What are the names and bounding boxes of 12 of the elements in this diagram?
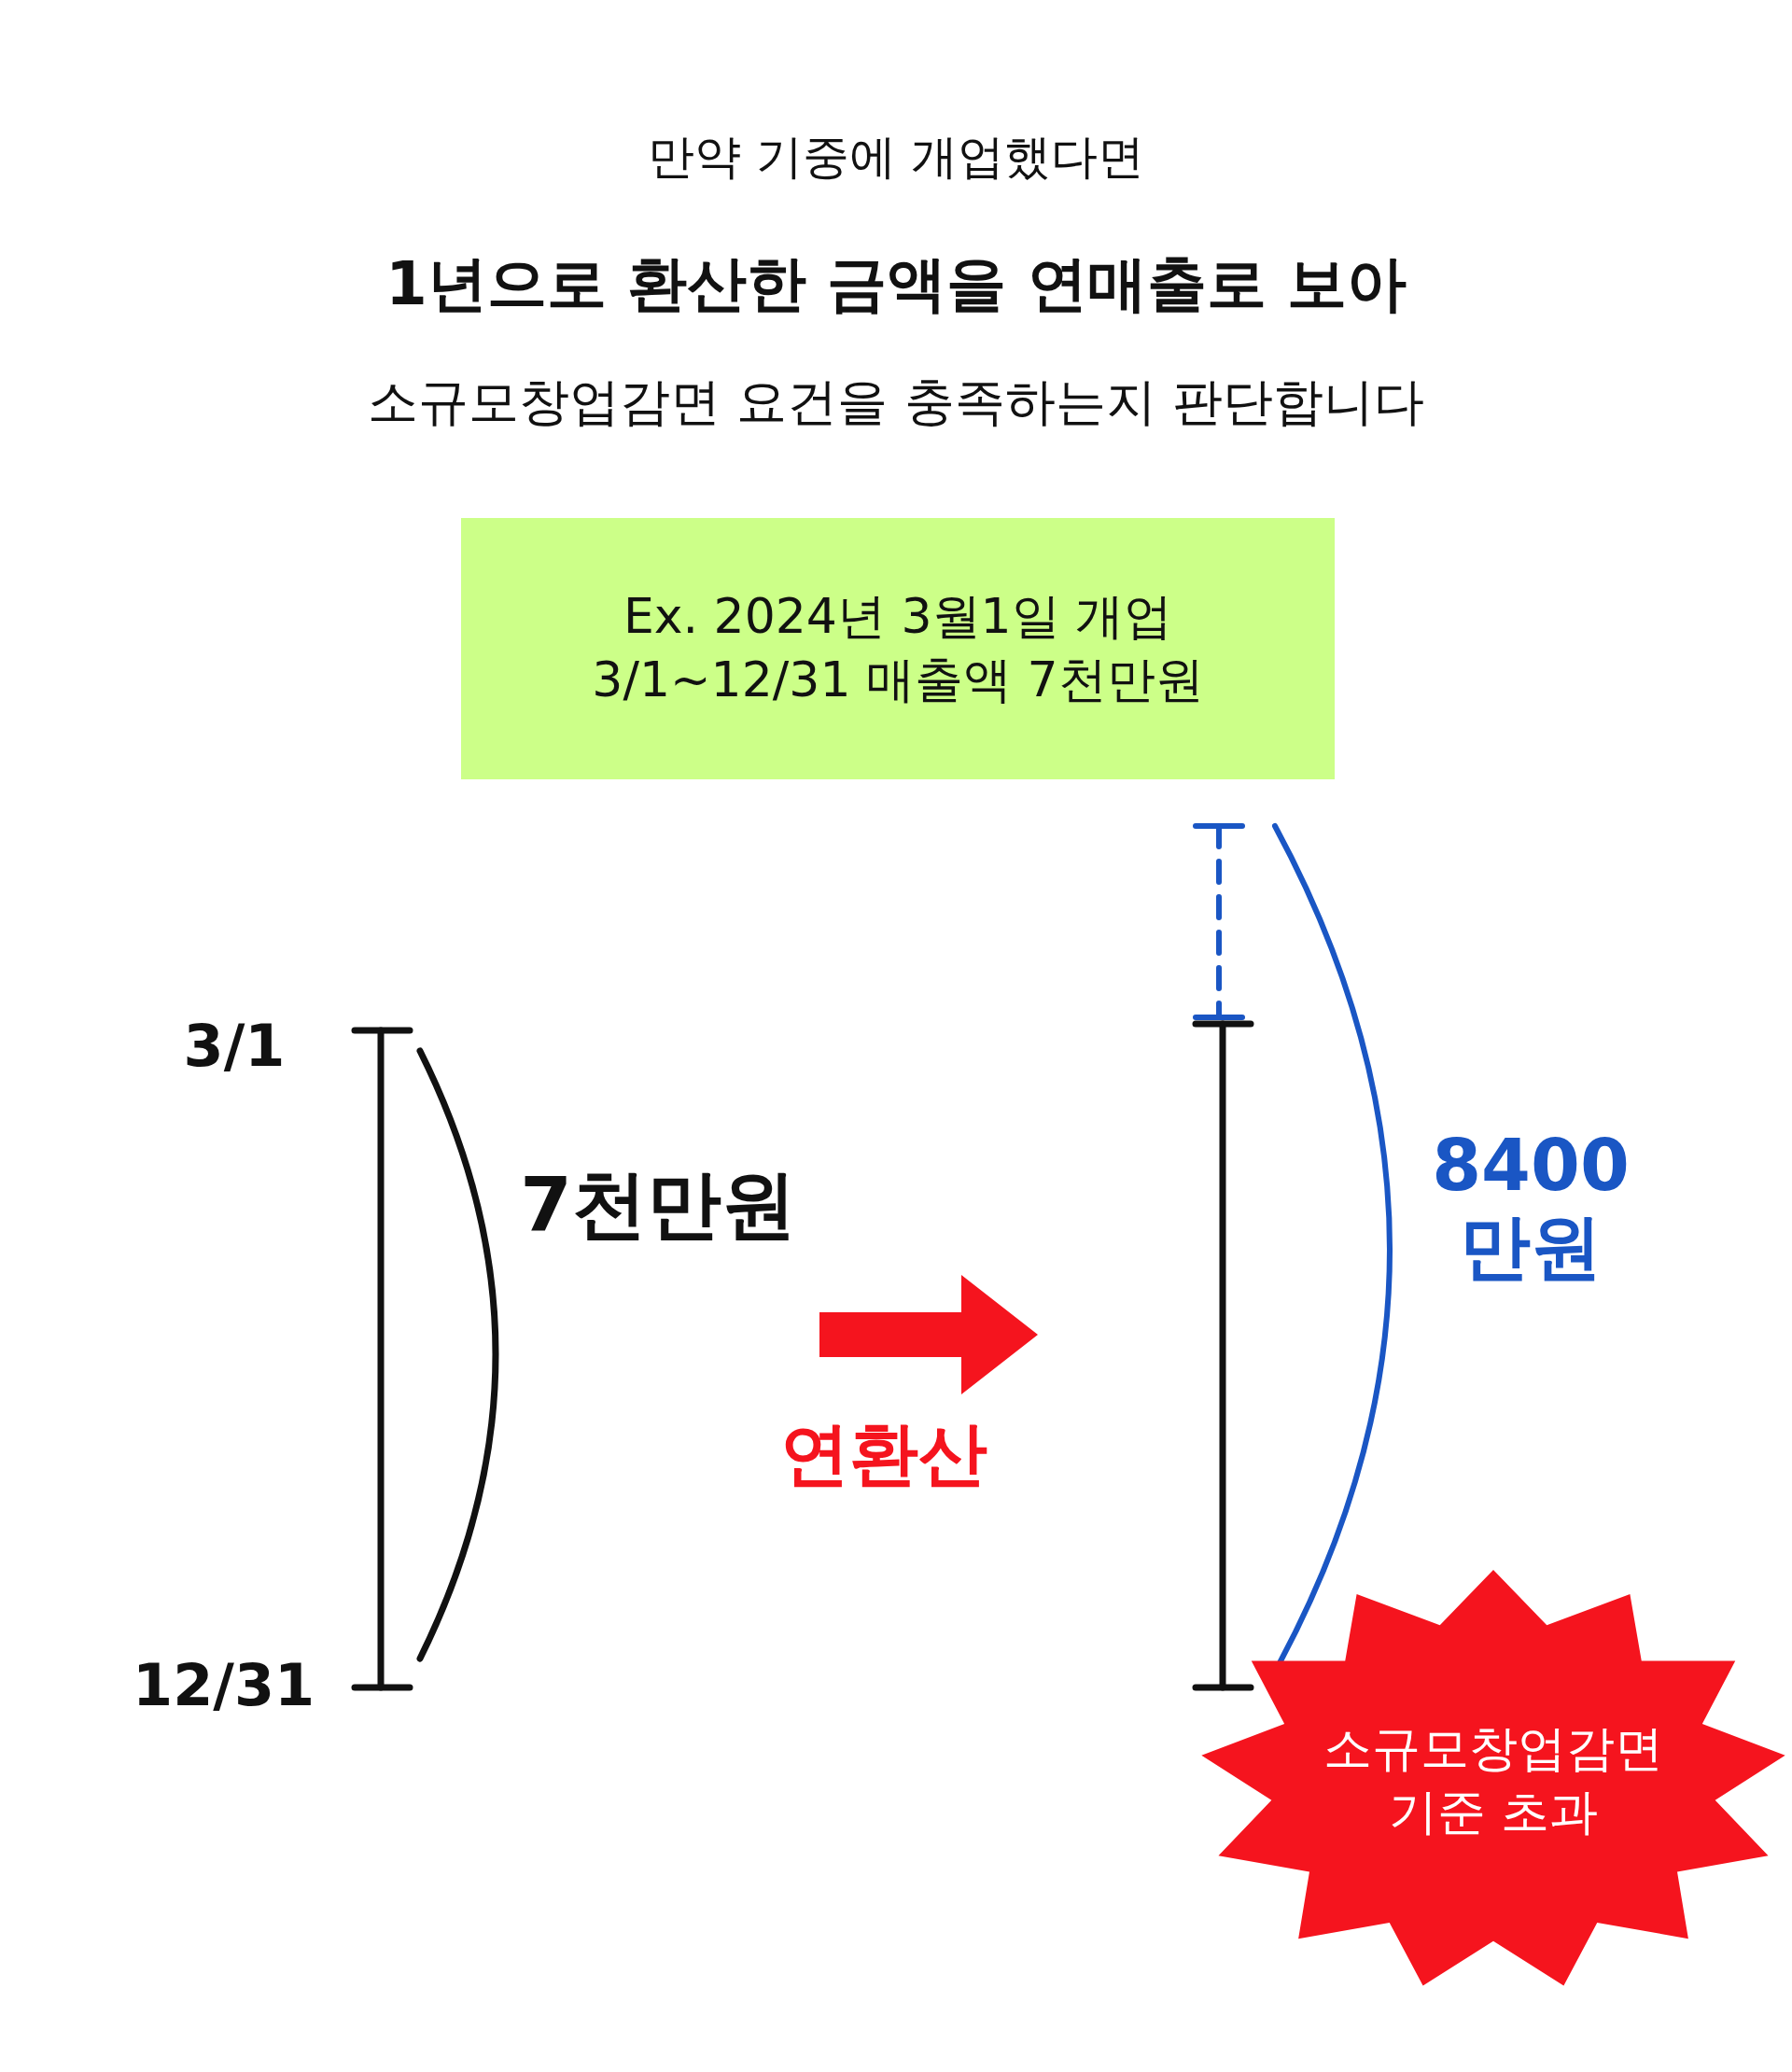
date-label: 12/31 bbox=[133, 1652, 310, 1719]
heading-text: 만약 기중에 개업했다면 bbox=[647, 131, 1145, 185]
example-text: 3/1~12/31 매출액 7천만원 bbox=[592, 651, 1204, 709]
date-label: 3/1 bbox=[182, 1013, 287, 1080]
amount-label: 8400 만원 bbox=[1431, 1125, 1631, 1288]
amount-label: 7천만원 bbox=[519, 1162, 797, 1248]
heading-text: 1년으로 환산한 금액을 연매출로 보아 bbox=[385, 250, 1407, 319]
conversion-label: 연환산 bbox=[779, 1414, 988, 1494]
badge-text: 소규모창업감면 기준 초과 bbox=[1323, 1719, 1664, 1841]
example-text: Ex. 2024년 3월1일 개업 bbox=[623, 587, 1173, 647]
example-box bbox=[461, 518, 1335, 779]
heading-text: 소규모창업감면 요건을 충족하는지 판단합니다 bbox=[367, 373, 1425, 432]
